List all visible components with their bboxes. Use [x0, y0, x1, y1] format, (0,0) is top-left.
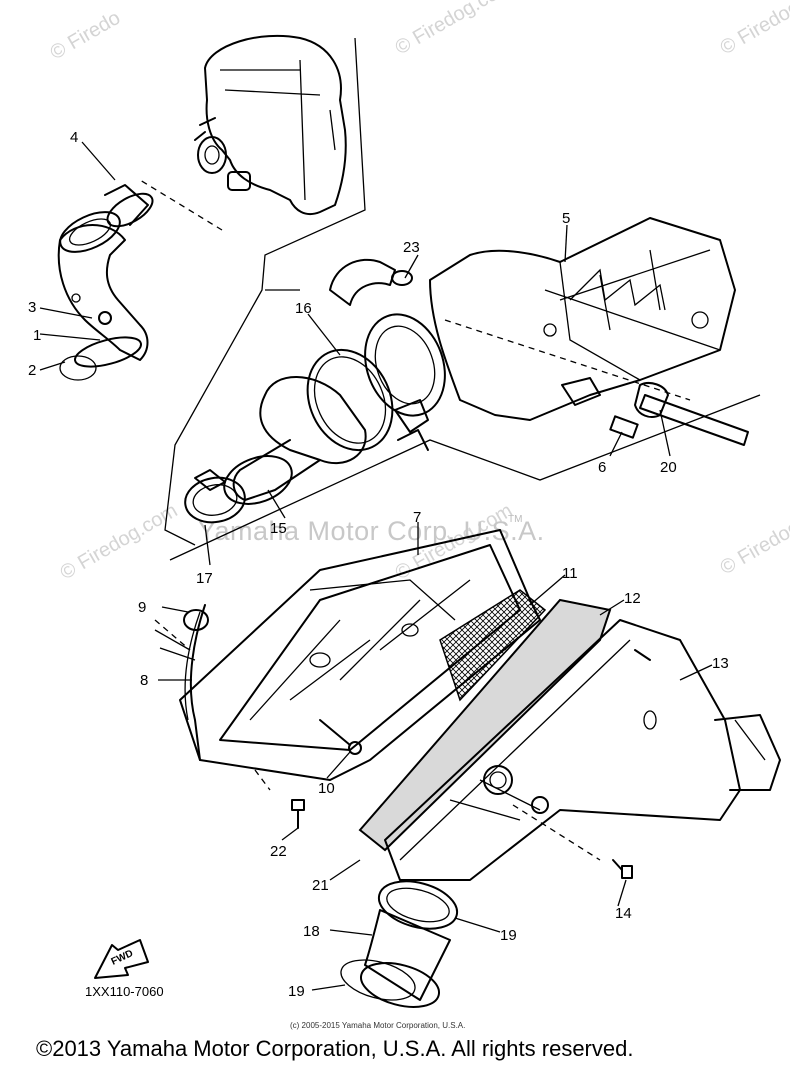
part-label-10: 10	[318, 780, 335, 797]
part-label-1: 1	[33, 327, 41, 344]
part-label-5: 5	[562, 210, 570, 227]
footer-copyright: ©2013 Yamaha Motor Corporation, U.S.A. A…	[36, 1036, 633, 1062]
part-label-12: 12	[624, 590, 641, 607]
part-label-22: 22	[270, 843, 287, 860]
part-label-15: 15	[270, 520, 287, 537]
part-label-14: 14	[615, 905, 632, 922]
group-bracket-left	[165, 38, 365, 545]
watermark-text: © Firedo	[47, 7, 125, 65]
intake-joint	[54, 185, 157, 380]
part-label-17: 17	[196, 570, 213, 587]
fwd-arrow-icon: FWD	[95, 940, 148, 978]
small-copyright: (c) 2005-2015 Yamaha Motor Corporation, …	[290, 1021, 465, 1030]
diagram-code: 1XX110-7060	[85, 984, 164, 999]
part-label-7: 7	[413, 509, 421, 526]
watermark-text: © Firedog.com	[717, 495, 790, 580]
part-label-9: 9	[138, 599, 146, 616]
part-label-8: 8	[140, 672, 148, 689]
seal-leader	[155, 630, 195, 660]
part-label-19-lower: 19	[288, 983, 305, 1000]
fwd-arrow-label: FWD	[110, 948, 135, 968]
watermark-group: © Firedo © Firedog.com © Firedog.com © F…	[47, 0, 790, 584]
part-label-18: 18	[303, 923, 320, 940]
watermark-tm: TM	[508, 514, 522, 525]
watermark-text: © Firedog.com	[717, 0, 790, 59]
part-label-2: 2	[28, 362, 36, 379]
part-label-13: 13	[712, 655, 729, 672]
part-label-4: 4	[70, 129, 78, 146]
part-label-23: 23	[403, 239, 420, 256]
carburetor-outline	[195, 36, 346, 214]
part-label-21: 21	[312, 877, 329, 894]
part-label-11: 11	[562, 565, 578, 582]
part-label-6: 6	[598, 459, 606, 476]
watermark-text: © Firedog.com	[57, 500, 182, 585]
watermark-text: © Firedog.com	[392, 0, 517, 59]
part-label-16: 16	[295, 300, 312, 317]
case-leader-dash	[445, 320, 690, 400]
part-labels: 1 2 3 4 5 6 7 8 9 10 11 12 13 14 15 16 1…	[28, 129, 729, 1000]
part-label-3: 3	[28, 299, 36, 316]
part-leader-lines	[40, 142, 712, 990]
part-label-20: 20	[660, 459, 677, 476]
part-label-19: 19	[500, 927, 517, 944]
